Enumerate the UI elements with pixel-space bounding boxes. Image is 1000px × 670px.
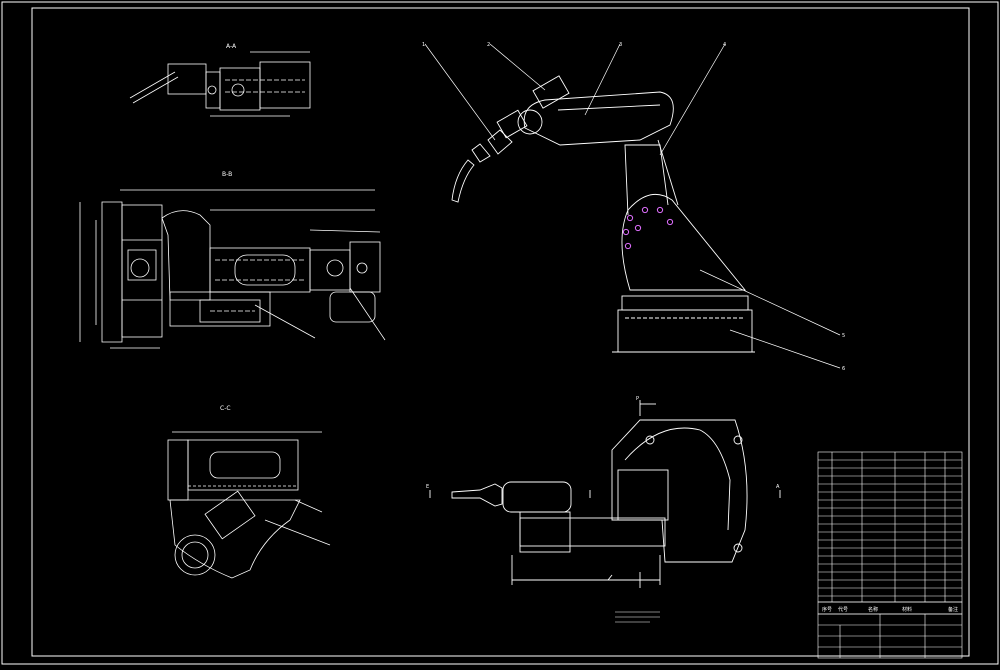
callout-4: 4 xyxy=(723,42,726,48)
col-note: 备注 xyxy=(948,606,958,613)
callout-2: 2 xyxy=(487,42,490,48)
callout-6: 6 xyxy=(842,366,845,372)
section-mark-a: A xyxy=(776,484,780,490)
robot-plan-view: P E A xyxy=(426,396,781,623)
section-mark-p: P xyxy=(636,396,639,402)
section-mark-e: E xyxy=(426,484,429,490)
view-bb-label: B-B xyxy=(222,171,232,178)
view-cc: C-C xyxy=(167,405,331,579)
view-aa: A-A xyxy=(129,43,311,117)
view-bb: B-B xyxy=(79,171,386,349)
view-aa-label: A-A xyxy=(226,43,237,50)
col-seq: 序号 xyxy=(822,606,832,613)
col-code: 代号 xyxy=(838,606,848,613)
joint-bolt-circle xyxy=(622,206,674,250)
view-cc-label: C-C xyxy=(220,405,231,412)
inner-border xyxy=(31,7,970,657)
robot-side-view: 1 2 3 4 5 6 xyxy=(422,42,845,372)
callout-3: 3 xyxy=(619,42,622,48)
callout-5: 5 xyxy=(842,333,845,339)
col-material: 材料 xyxy=(902,606,912,613)
col-name: 名称 xyxy=(868,606,878,613)
title-block: 序号 代号 名称 材料 备注 xyxy=(817,451,963,659)
callout-1: 1 xyxy=(422,42,425,48)
